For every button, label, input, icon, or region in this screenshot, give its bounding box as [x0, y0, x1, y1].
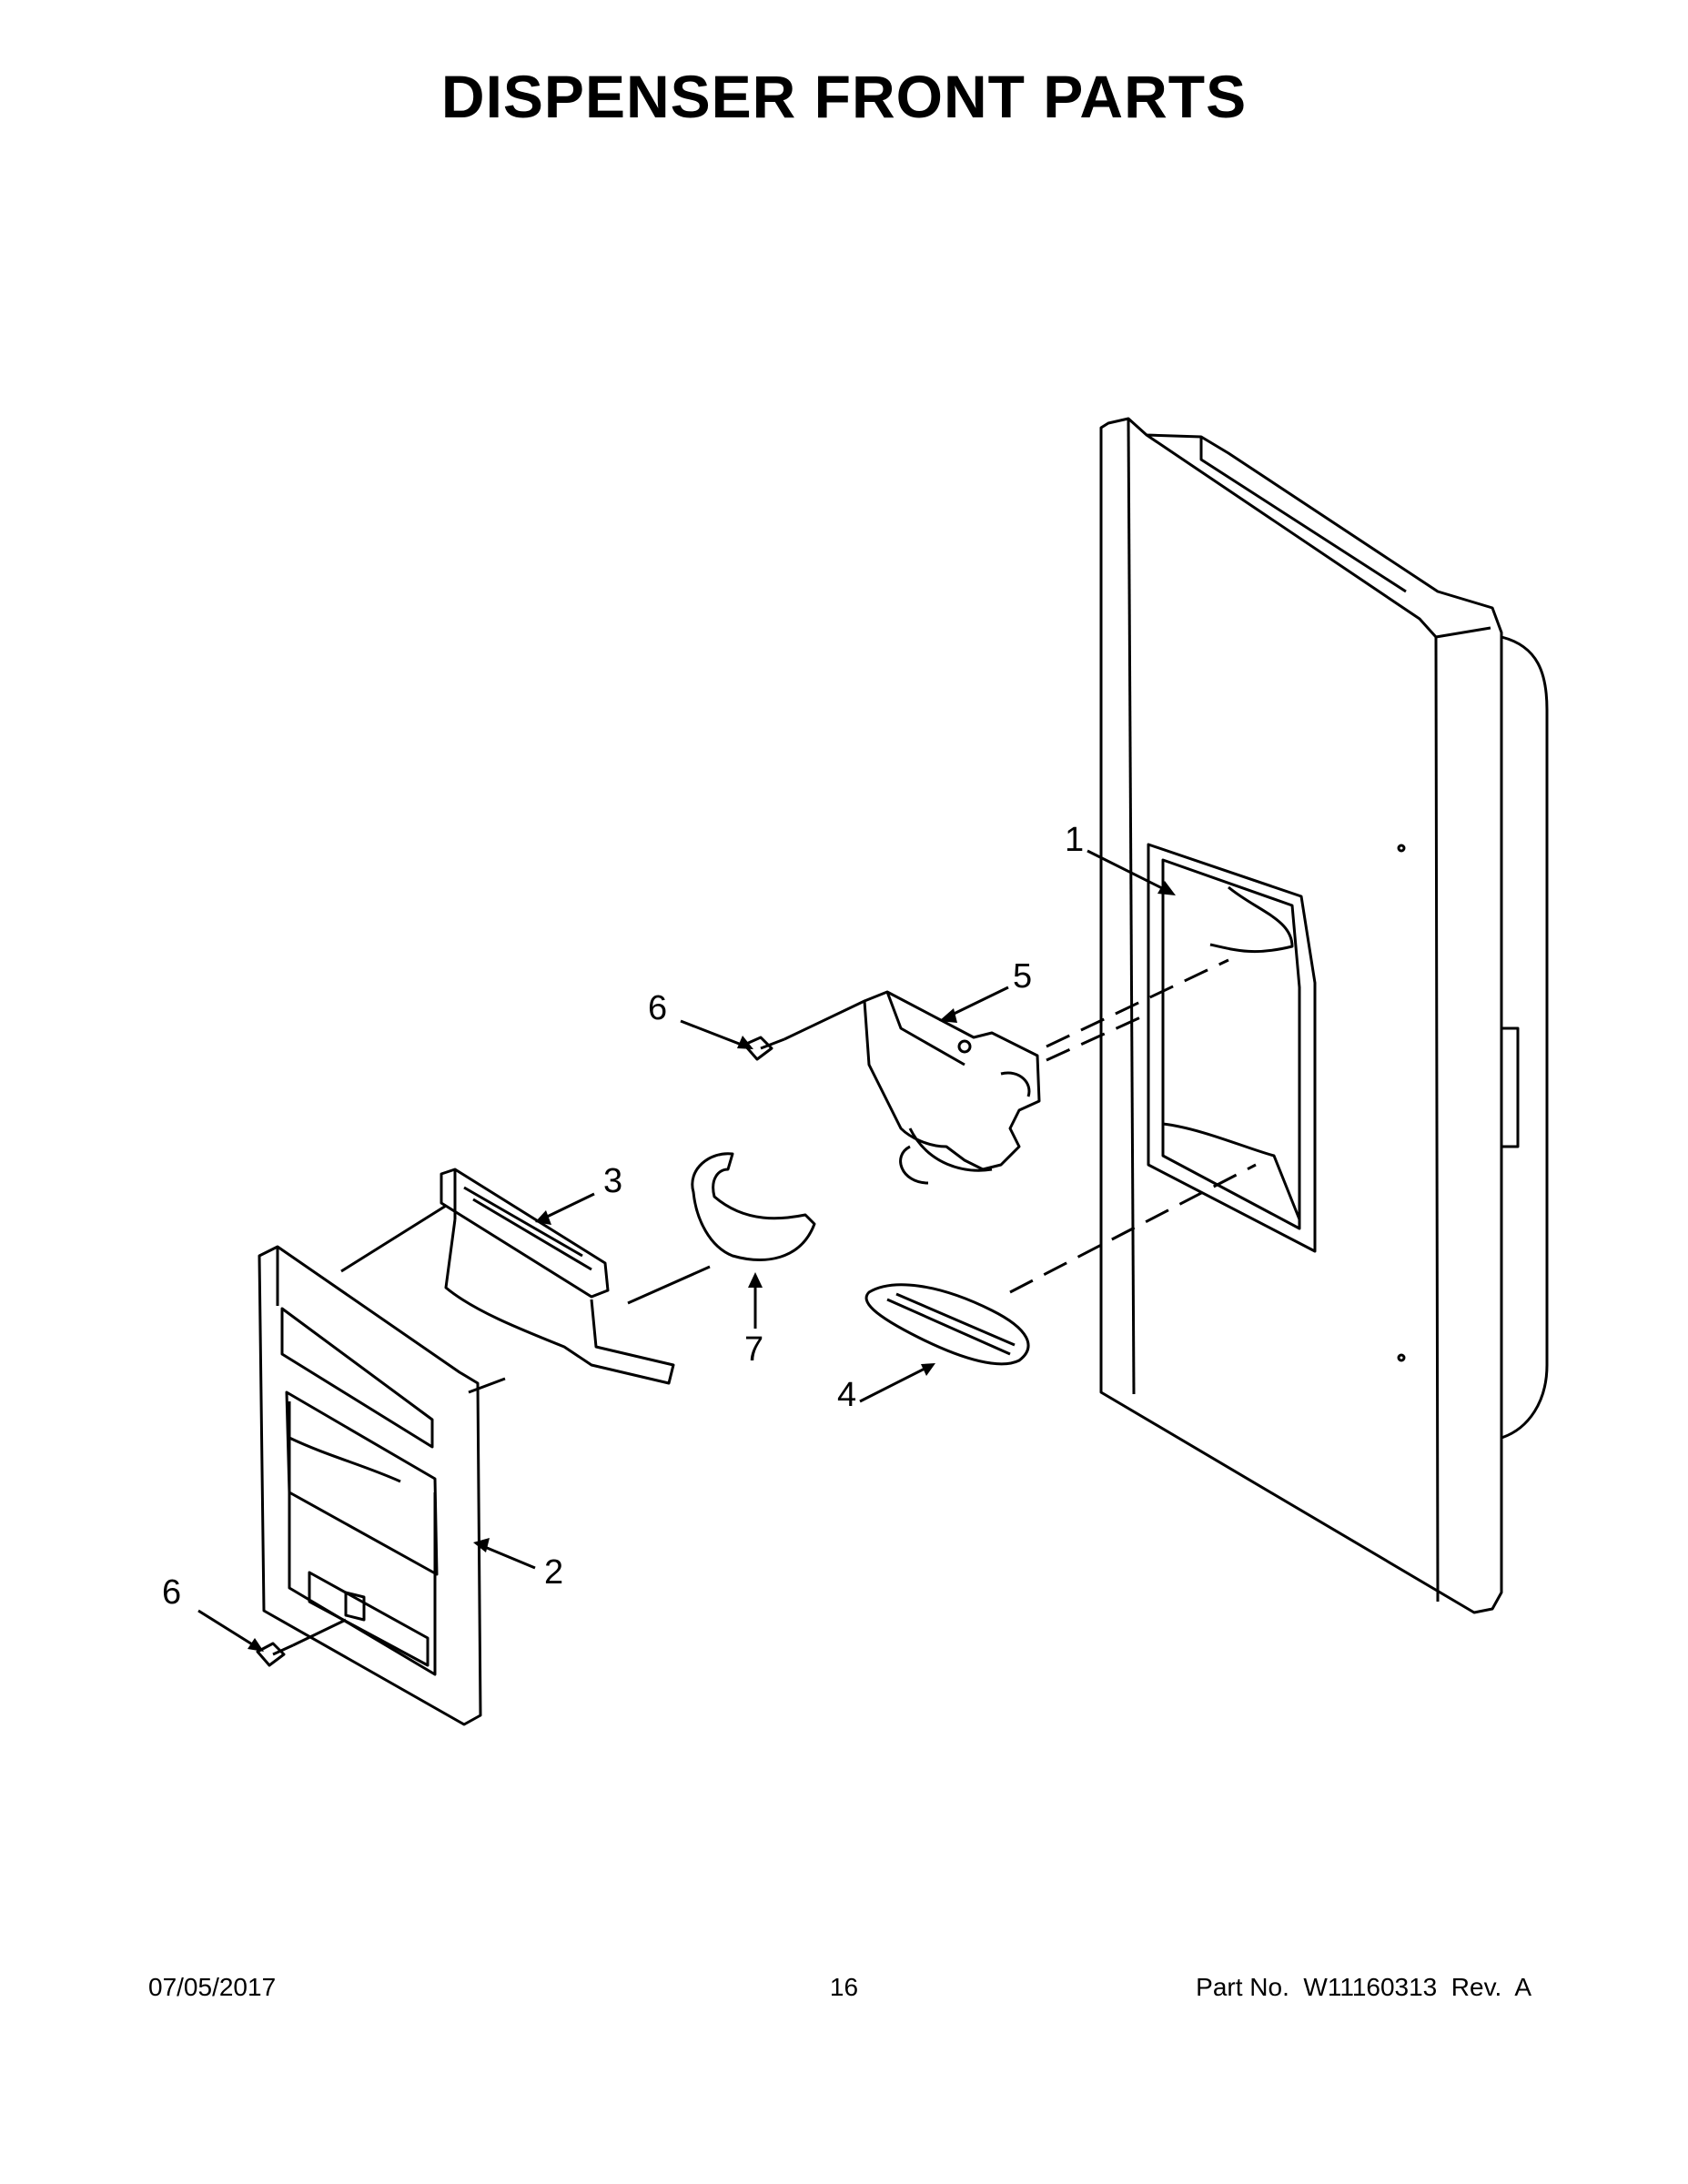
door-panel	[1099, 417, 1549, 1614]
footer-date: 07/05/2017	[148, 1973, 277, 2001]
screw-upper	[743, 1036, 785, 1061]
callout-6-lower: 6	[162, 1573, 181, 1612]
actuator-assembly	[863, 990, 1041, 1185]
footer-part-number: Part No. W11160313 Rev. A	[1196, 1973, 1531, 2001]
callout-1: 1	[1065, 821, 1084, 859]
callout-4: 4	[837, 1376, 856, 1414]
dispenser-bezel	[258, 1245, 482, 1726]
callout-6-upper: 6	[648, 989, 667, 1027]
callout-7: 7	[744, 1330, 763, 1369]
chute-trim	[691, 1152, 816, 1261]
callout-2: 2	[544, 1553, 563, 1592]
footer-page-number: 16	[829, 1973, 859, 2001]
page-title: DISPENSER FRONT PARTS	[440, 63, 1248, 130]
screw-lower	[256, 1642, 294, 1667]
callout-3: 3	[603, 1162, 622, 1200]
control-module	[440, 1168, 675, 1385]
leader-arrows	[197, 849, 1170, 1649]
assembly-lines	[292, 958, 1257, 1647]
drip-tray	[864, 1283, 1030, 1366]
callout-5: 5	[1013, 957, 1032, 996]
